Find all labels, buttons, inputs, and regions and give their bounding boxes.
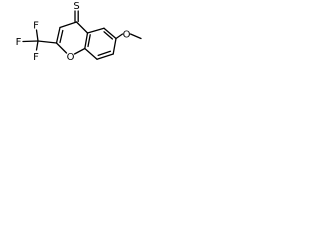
bond-c3-c2-inner: [59, 29, 64, 44]
structure-canvas: S O O F F F: [0, 0, 145, 78]
bond-c7-c8-inner: [97, 50, 112, 57]
atom-label-ring-o: O: [67, 52, 75, 63]
bond-c2-cf3: [37, 40, 58, 44]
bond-c8-c8a: [84, 47, 98, 60]
bond-c5-c6-inner: [103, 31, 114, 40]
bond-c8a-c4a: [84, 32, 89, 50]
bond-o1-c8a: [73, 47, 86, 55]
bond-c4a-c4: [75, 21, 89, 34]
atom-label-thione-s: S: [73, 1, 79, 12]
bond-c7-c8: [96, 53, 114, 60]
atom-label-fluorine-2: F: [16, 37, 22, 48]
chemical-structure-diagram: S O O F F F: [16, 1, 142, 63]
atom-label-fluorine-1: F: [33, 21, 39, 32]
bond-c4-c3: [59, 21, 78, 29]
atom-label-layer: S O O F F F: [16, 1, 131, 63]
bond-cf3-f2: [22, 40, 39, 43]
bond-c3-c2: [55, 26, 61, 44]
bond-cf3-f3: [35, 40, 39, 51]
bond-c5-c6: [103, 27, 117, 40]
bond-c8a-c4a-inner: [87, 34, 91, 48]
bond-c6-c7: [112, 37, 117, 55]
bond-c6-omethoxy: [115, 33, 124, 40]
bond-cf3-f1: [35, 29, 39, 42]
bond-c2-o1: [55, 42, 68, 54]
atom-label-fluorine-3: F: [33, 52, 39, 63]
bond-c4a-c5: [86, 27, 105, 34]
bond-layer: [22, 10, 142, 60]
atom-label-methoxy-o: O: [123, 30, 131, 41]
bond-omethoxy-ch3: [129, 33, 142, 40]
